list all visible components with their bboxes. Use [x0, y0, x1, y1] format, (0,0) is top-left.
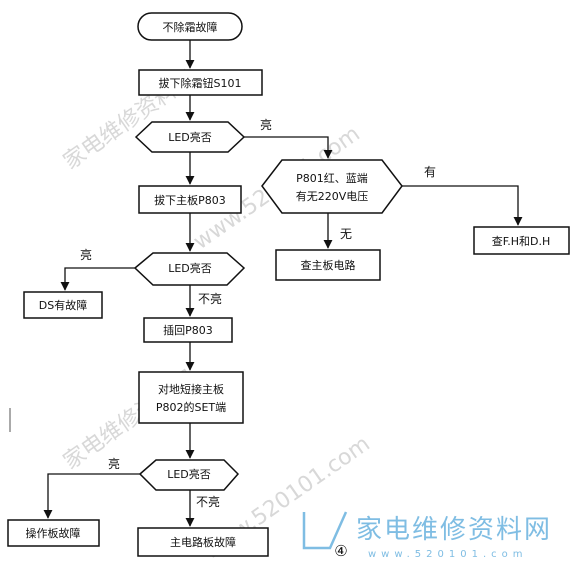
- connectors: [43, 40, 523, 527]
- node-check-fh-dh: 查F.H和D.H: [473, 226, 570, 255]
- node-main-circuit-fault-label: 主电路板故障: [170, 535, 236, 549]
- node-led-check-2: LED亮否: [133, 252, 246, 286]
- brand-logo-icon: [302, 511, 348, 550]
- watermark-brand-text: 家电维修资料网: [356, 515, 552, 545]
- edge-p801-to-fhdh: [402, 185, 523, 226]
- edge-label-led1-on: 亮: [260, 117, 272, 132]
- node-press-defrost: 拔下除霜钮S101: [138, 69, 263, 96]
- node-short-set: 对地短接主板 P802的SET端: [138, 371, 244, 424]
- edge-led2-to-ds: [60, 267, 135, 291]
- node-led-check-1: LED亮否: [134, 121, 246, 153]
- node-unplug-p803-label: 拔下主板P803: [154, 193, 226, 207]
- node-unplug-p803: 拔下主板P803: [138, 185, 242, 214]
- node-main-circuit-fault: 主电路板故障: [137, 527, 269, 557]
- node-p801-check-label-1: P801红、蓝端: [296, 172, 368, 185]
- node-short-set-label-1: 对地短接主板: [158, 382, 224, 396]
- node-p801-check: P801红、蓝端 有无220V电压: [261, 159, 403, 214]
- figure-number-label: ④: [334, 542, 347, 560]
- node-ds-fault: DS有故障: [23, 291, 103, 319]
- node-start-label: 不除霜故障: [163, 20, 218, 34]
- node-led-check-1-label: LED亮否: [168, 130, 212, 144]
- node-led-check-3-label: LED亮否: [167, 467, 211, 481]
- node-short-set-label-2: P802的SET端: [156, 400, 226, 414]
- node-ds-fault-label: DS有故障: [39, 298, 87, 312]
- edge-label-led2-on: 亮: [80, 247, 92, 262]
- node-check-mainboard: 查主板电路: [275, 249, 381, 281]
- node-p801-check-label-2: 有无220V电压: [296, 189, 369, 203]
- edge-led3-to-panel: [43, 473, 140, 519]
- node-start: 不除霜故障: [137, 12, 243, 41]
- edge-label-led3-off: 不亮: [196, 494, 220, 509]
- edge-led1-to-p801: [244, 136, 333, 159]
- node-panel-fault: 操作板故障: [7, 519, 100, 547]
- node-check-mainboard-label: 查主板电路: [301, 258, 356, 272]
- node-check-fh-dh-label: 查F.H和D.H: [492, 234, 551, 248]
- brand-watermark: 家电维修资料网 www.520101.com: [302, 511, 552, 560]
- figure-number: ④: [334, 542, 347, 560]
- node-led-check-2-label: LED亮否: [168, 261, 212, 275]
- node-reinsert-p803-label: 插回P803: [163, 323, 213, 337]
- edge-label-led3-on: 亮: [108, 456, 120, 471]
- edge-label-p801-no: 无: [340, 227, 352, 241]
- edge-label-p801-yes: 有: [424, 165, 436, 179]
- node-press-defrost-label: 拔下除霜钮S101: [159, 76, 242, 90]
- edge-label-led2-off: 不亮: [198, 291, 222, 306]
- watermark-url-text: www.520101.com: [368, 549, 528, 560]
- node-led-check-3: LED亮否: [138, 459, 240, 491]
- node-reinsert-p803: 插回P803: [143, 317, 233, 343]
- node-panel-fault-label: 操作板故障: [26, 526, 81, 540]
